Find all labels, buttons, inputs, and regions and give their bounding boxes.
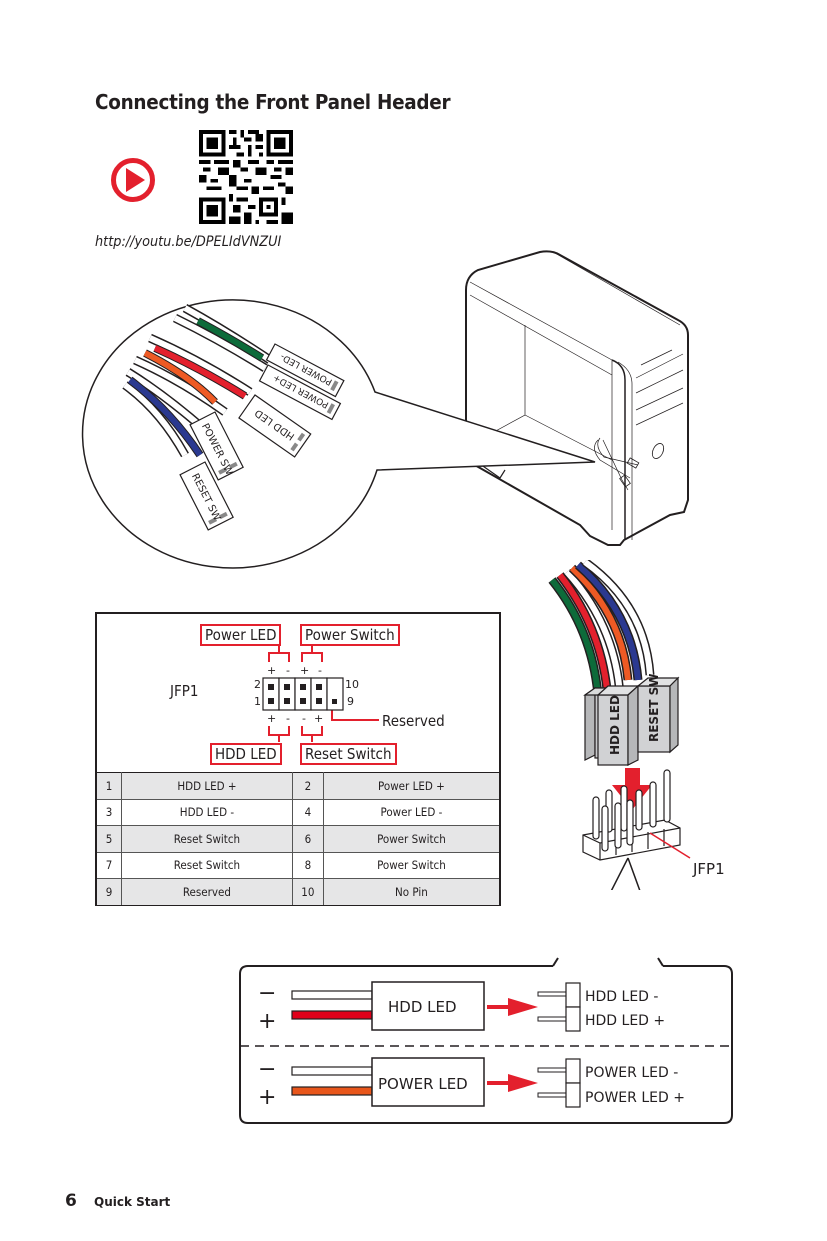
hdd-led-plus-wire <box>291 1010 373 1020</box>
pin-number-1: 1 <box>254 695 261 708</box>
pin-dots <box>268 684 337 704</box>
pin-definition-table: 1 HDD LED + 2 Power LED + 3 HDD LED - 4 … <box>97 772 499 905</box>
play-circle-icon[interactable] <box>110 157 156 203</box>
sign-bottom: + <box>314 712 323 725</box>
front-panel-cable-illustration: POWER LED- POWER LED+ HDD LED POWER SW R… <box>81 250 689 569</box>
table-row: 9 Reserved 10 No Pin <box>97 878 499 905</box>
pin-function: Reserved <box>121 878 293 905</box>
label-power-switch: Power Switch <box>300 624 400 646</box>
pin-number: 6 <box>291 825 324 853</box>
sign-bottom: - <box>302 712 306 725</box>
sign-top: - <box>318 664 322 677</box>
label-reset-switch: Reset Switch <box>300 743 397 765</box>
arrow-right-icon <box>508 1074 538 1092</box>
minus-sign: − <box>258 1057 276 1082</box>
label-hdd-led: HDD LED <box>210 743 282 765</box>
sign-bottom: + <box>267 712 276 725</box>
pin-number: 8 <box>291 851 324 879</box>
pin-number-9: 9 <box>347 695 354 708</box>
pin-function: Power Switch <box>322 851 499 879</box>
pin-number: 2 <box>291 772 324 800</box>
sign-top: + <box>300 664 309 677</box>
plus-sign: + <box>258 1009 276 1034</box>
header-label-jfp1: JFP1 <box>692 860 725 878</box>
pin-label-hdd-minus: HDD LED - <box>585 989 658 1005</box>
page-title: Connecting the Front Panel Header <box>95 90 451 114</box>
pin-label-power-plus: POWER LED + <box>585 1090 685 1106</box>
jfp1-label: JFP1 <box>170 682 199 700</box>
label-power-led: Power LED <box>200 624 282 646</box>
polarity-detail-box: − + HDD LED HDD LED - HDD LED + − + POWE… <box>239 957 733 1124</box>
jfp1-pinout-panel: Power LED Power Switch HDD LED Reset Swi… <box>95 612 501 906</box>
sign-bottom: - <box>286 712 290 725</box>
pin-number: 7 <box>97 851 122 879</box>
pin-function: Reset Switch <box>121 825 293 853</box>
table-row: 7 Reset Switch 8 Power Switch <box>97 851 499 879</box>
pin-function: Reset Switch <box>121 851 293 879</box>
pc-case <box>465 250 689 546</box>
pin-function: Power LED - <box>322 798 499 826</box>
connector-label-power-led: POWER LED <box>378 1075 468 1093</box>
pin-number: 1 <box>97 772 122 800</box>
page-number: 6 <box>65 1191 77 1211</box>
pin-number: 5 <box>97 825 122 853</box>
sign-top: + <box>267 664 276 677</box>
pin-label-power-minus: POWER LED - <box>585 1065 678 1081</box>
arrow-right-icon <box>508 998 538 1016</box>
minus-sign: − <box>258 981 276 1006</box>
pin-number-10: 10 <box>345 678 359 691</box>
qr-code <box>199 130 293 224</box>
pin-label-hdd-plus: HDD LED + <box>585 1013 665 1029</box>
video-link[interactable]: http://youtu.be/DPELIdVNZUI <box>95 234 282 250</box>
pin-function: HDD LED + <box>121 772 293 800</box>
connector-label-hdd-led: HDD LED <box>388 998 457 1016</box>
table-row: 5 Reset Switch 6 Power Switch <box>97 825 499 853</box>
connector-header-illustration: HDD LED RESET SW JFP1 <box>548 560 725 890</box>
jfp1-header-diagram: Power LED Power Switch HDD LED Reset Swi… <box>97 614 499 774</box>
pin-number-2: 2 <box>254 678 261 691</box>
plug-label-hdd-led: HDD LED <box>608 695 622 755</box>
pin-number: 9 <box>97 878 122 905</box>
section-label: Quick Start <box>94 1195 171 1209</box>
table-row: 1 HDD LED + 2 Power LED + <box>97 772 499 800</box>
pin-function: Power LED + <box>322 772 499 800</box>
plus-sign: + <box>258 1085 276 1110</box>
pin-function: No Pin <box>322 878 499 905</box>
sign-top: - <box>286 664 290 677</box>
pin-function: Power Switch <box>322 825 499 853</box>
pin-function: HDD LED - <box>121 798 293 826</box>
reserved-label: Reserved <box>382 712 445 730</box>
table-row: 3 HDD LED - 4 Power LED - <box>97 798 499 826</box>
pin-number: 4 <box>291 798 324 826</box>
pin-number: 10 <box>291 878 324 905</box>
insert-arrow-icon <box>612 768 652 810</box>
pin-number: 3 <box>97 798 122 826</box>
plug-label-reset-sw: RESET SW <box>647 673 661 742</box>
power-led-plus-wire <box>291 1086 373 1096</box>
